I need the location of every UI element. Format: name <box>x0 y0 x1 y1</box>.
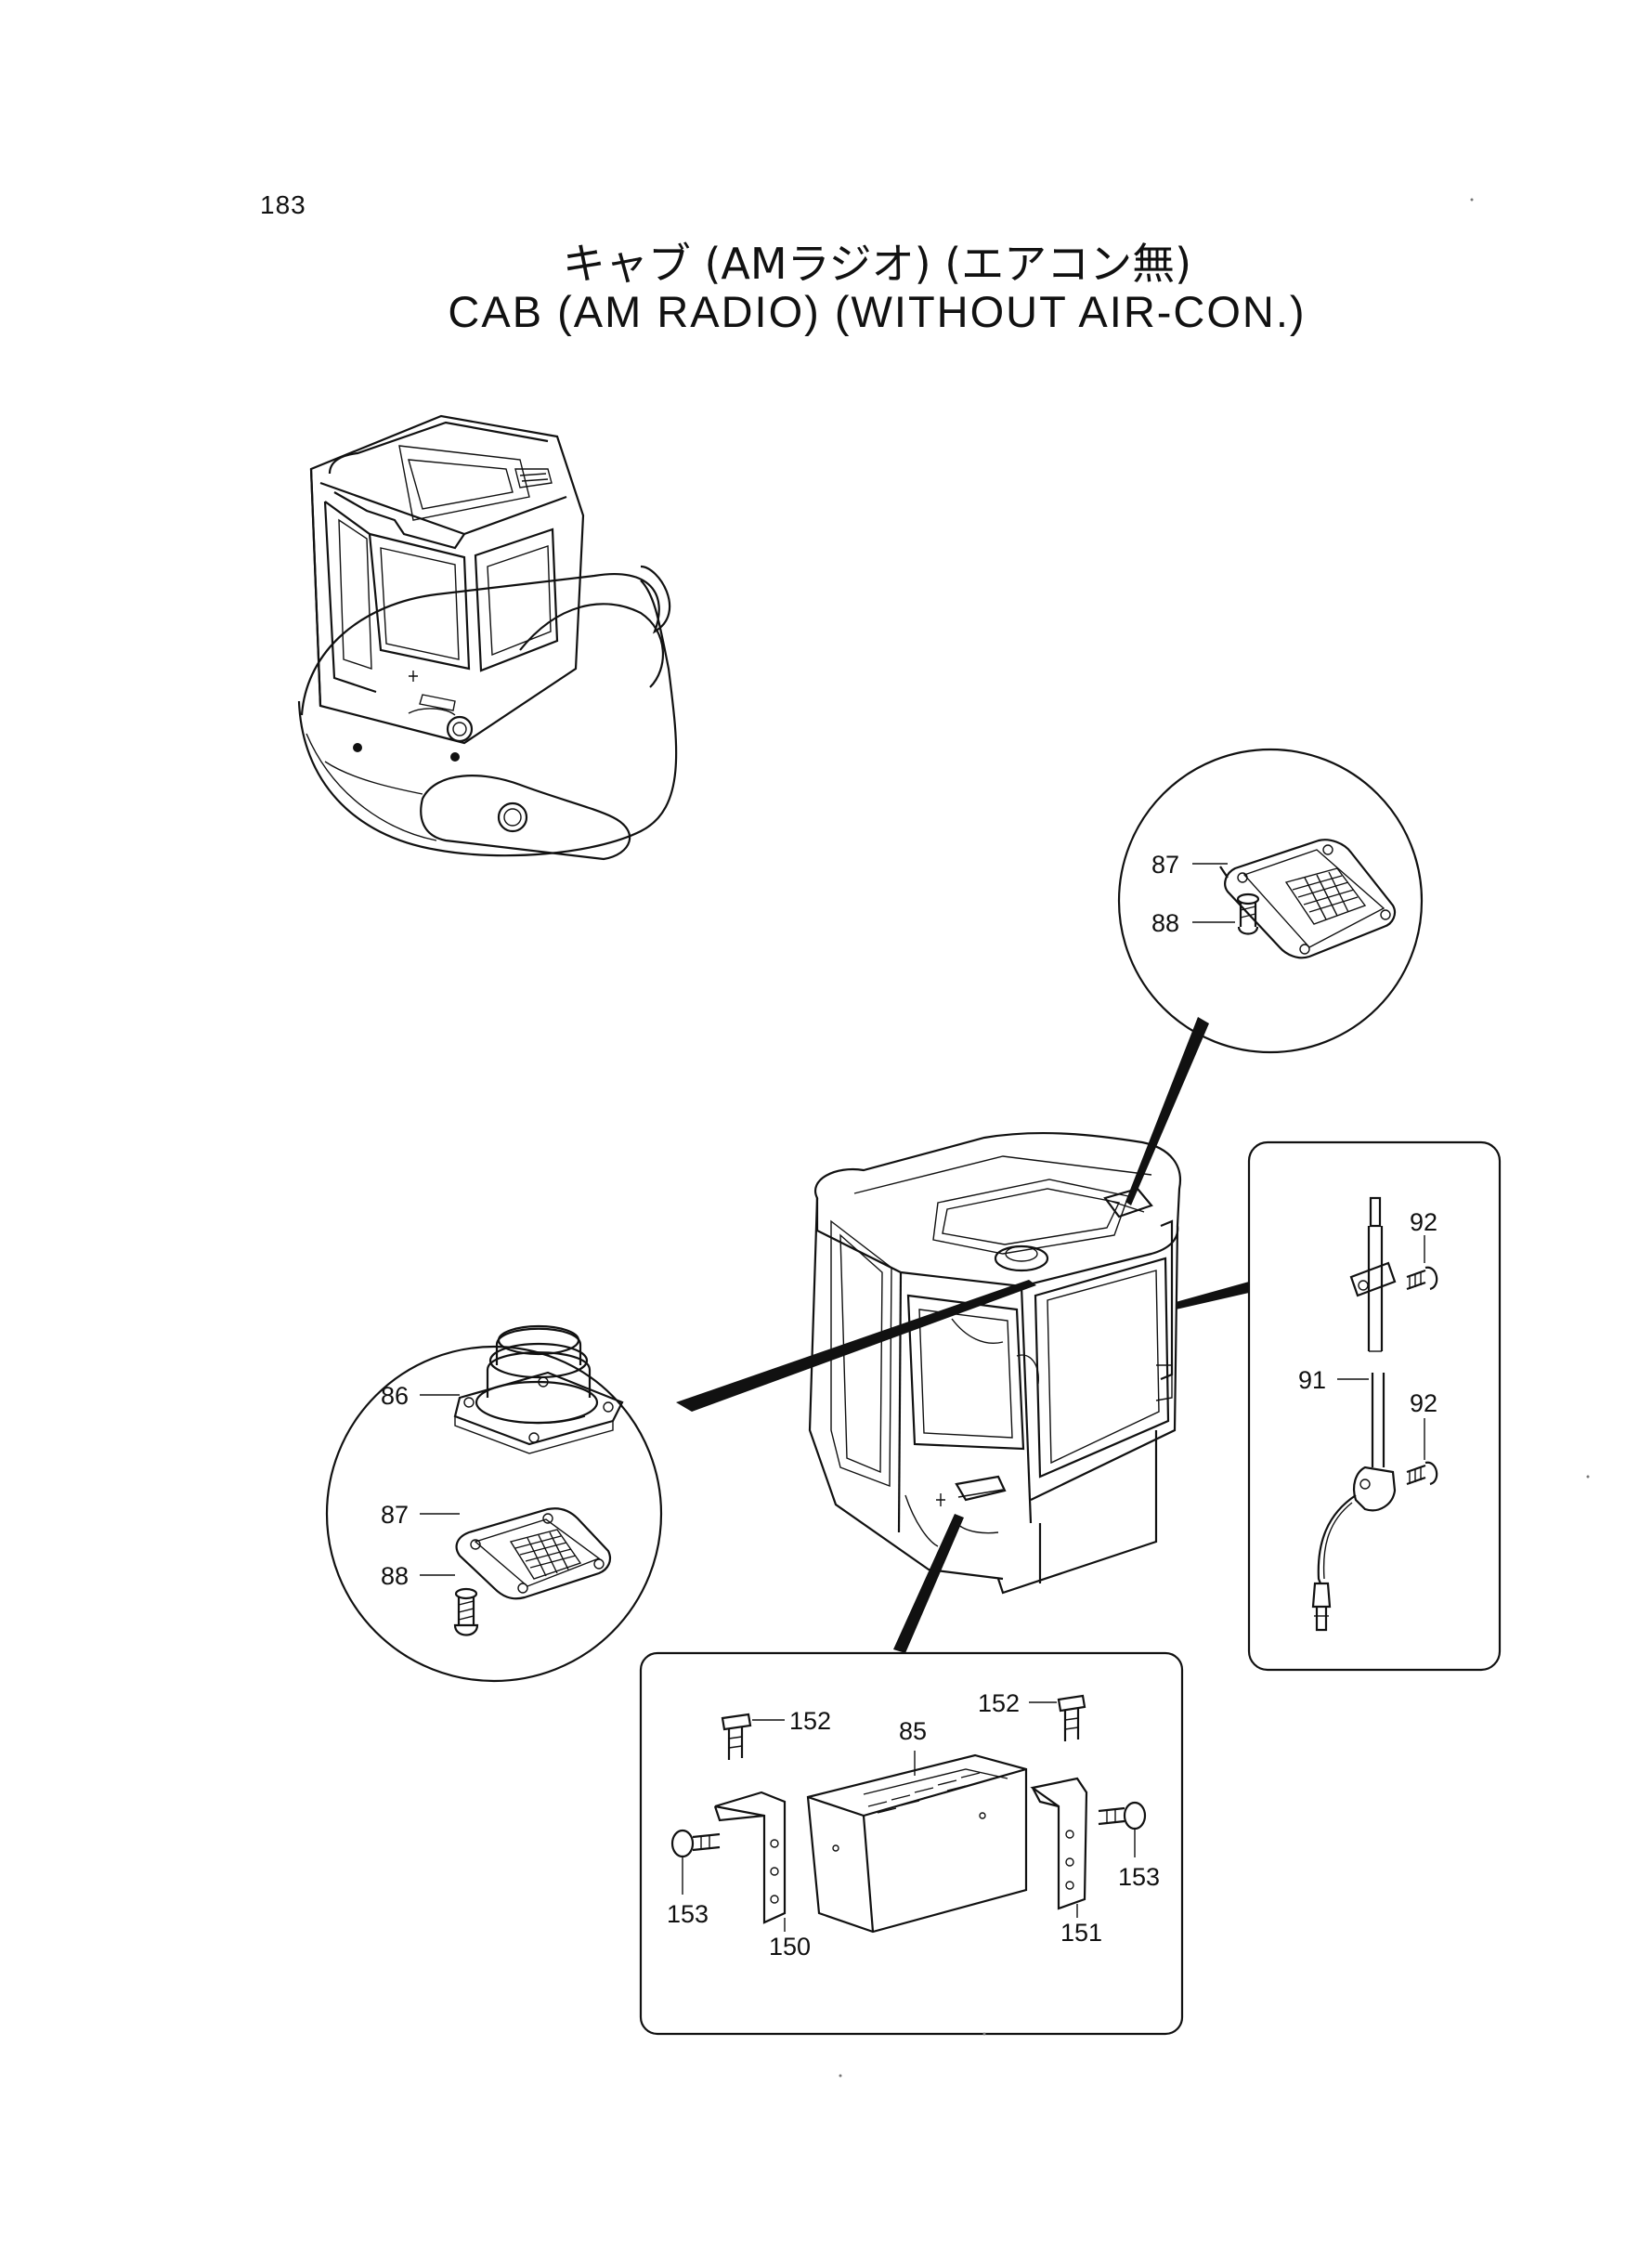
page-title-japanese: キャブ (AMラジオ) (エアコン無) <box>562 239 1192 289</box>
callout-87-roof: 87 <box>1151 851 1179 879</box>
callout-92-lower: 92 <box>1410 1389 1437 1417</box>
cab-main-illustration <box>676 1131 1249 1653</box>
callout-153-left: 153 <box>667 1900 709 1928</box>
callout-88-roof: 88 <box>1151 909 1179 937</box>
roof-cover-detail: 87 88 <box>1117 748 1424 1205</box>
callout-151: 151 <box>1060 1919 1102 1947</box>
antenna-detail: 92 91 92 <box>1247 1140 1502 1672</box>
scan-specks <box>839 198 1590 2078</box>
callout-153-right: 153 <box>1118 1863 1160 1891</box>
callout-88-speaker: 88 <box>381 1562 409 1590</box>
callout-91: 91 <box>1298 1366 1326 1394</box>
callout-92-upper: 92 <box>1410 1208 1437 1236</box>
callout-150: 150 <box>769 1933 811 1961</box>
page-title-english: CAB (AM RADIO) (WITHOUT AIR-CON.) <box>448 287 1307 336</box>
page-number: 183 <box>260 190 306 219</box>
callout-85: 85 <box>899 1717 927 1745</box>
callout-152-left: 152 <box>789 1707 831 1735</box>
callout-87-speaker: 87 <box>381 1501 409 1529</box>
callout-152-right: 152 <box>978 1689 1020 1717</box>
radio-detail: 85 152 153 150 <box>639 1651 1184 2036</box>
callout-86: 86 <box>381 1382 409 1410</box>
machine-overview-illustration <box>297 414 678 861</box>
speaker-detail: 86 87 88 <box>325 1324 663 1683</box>
